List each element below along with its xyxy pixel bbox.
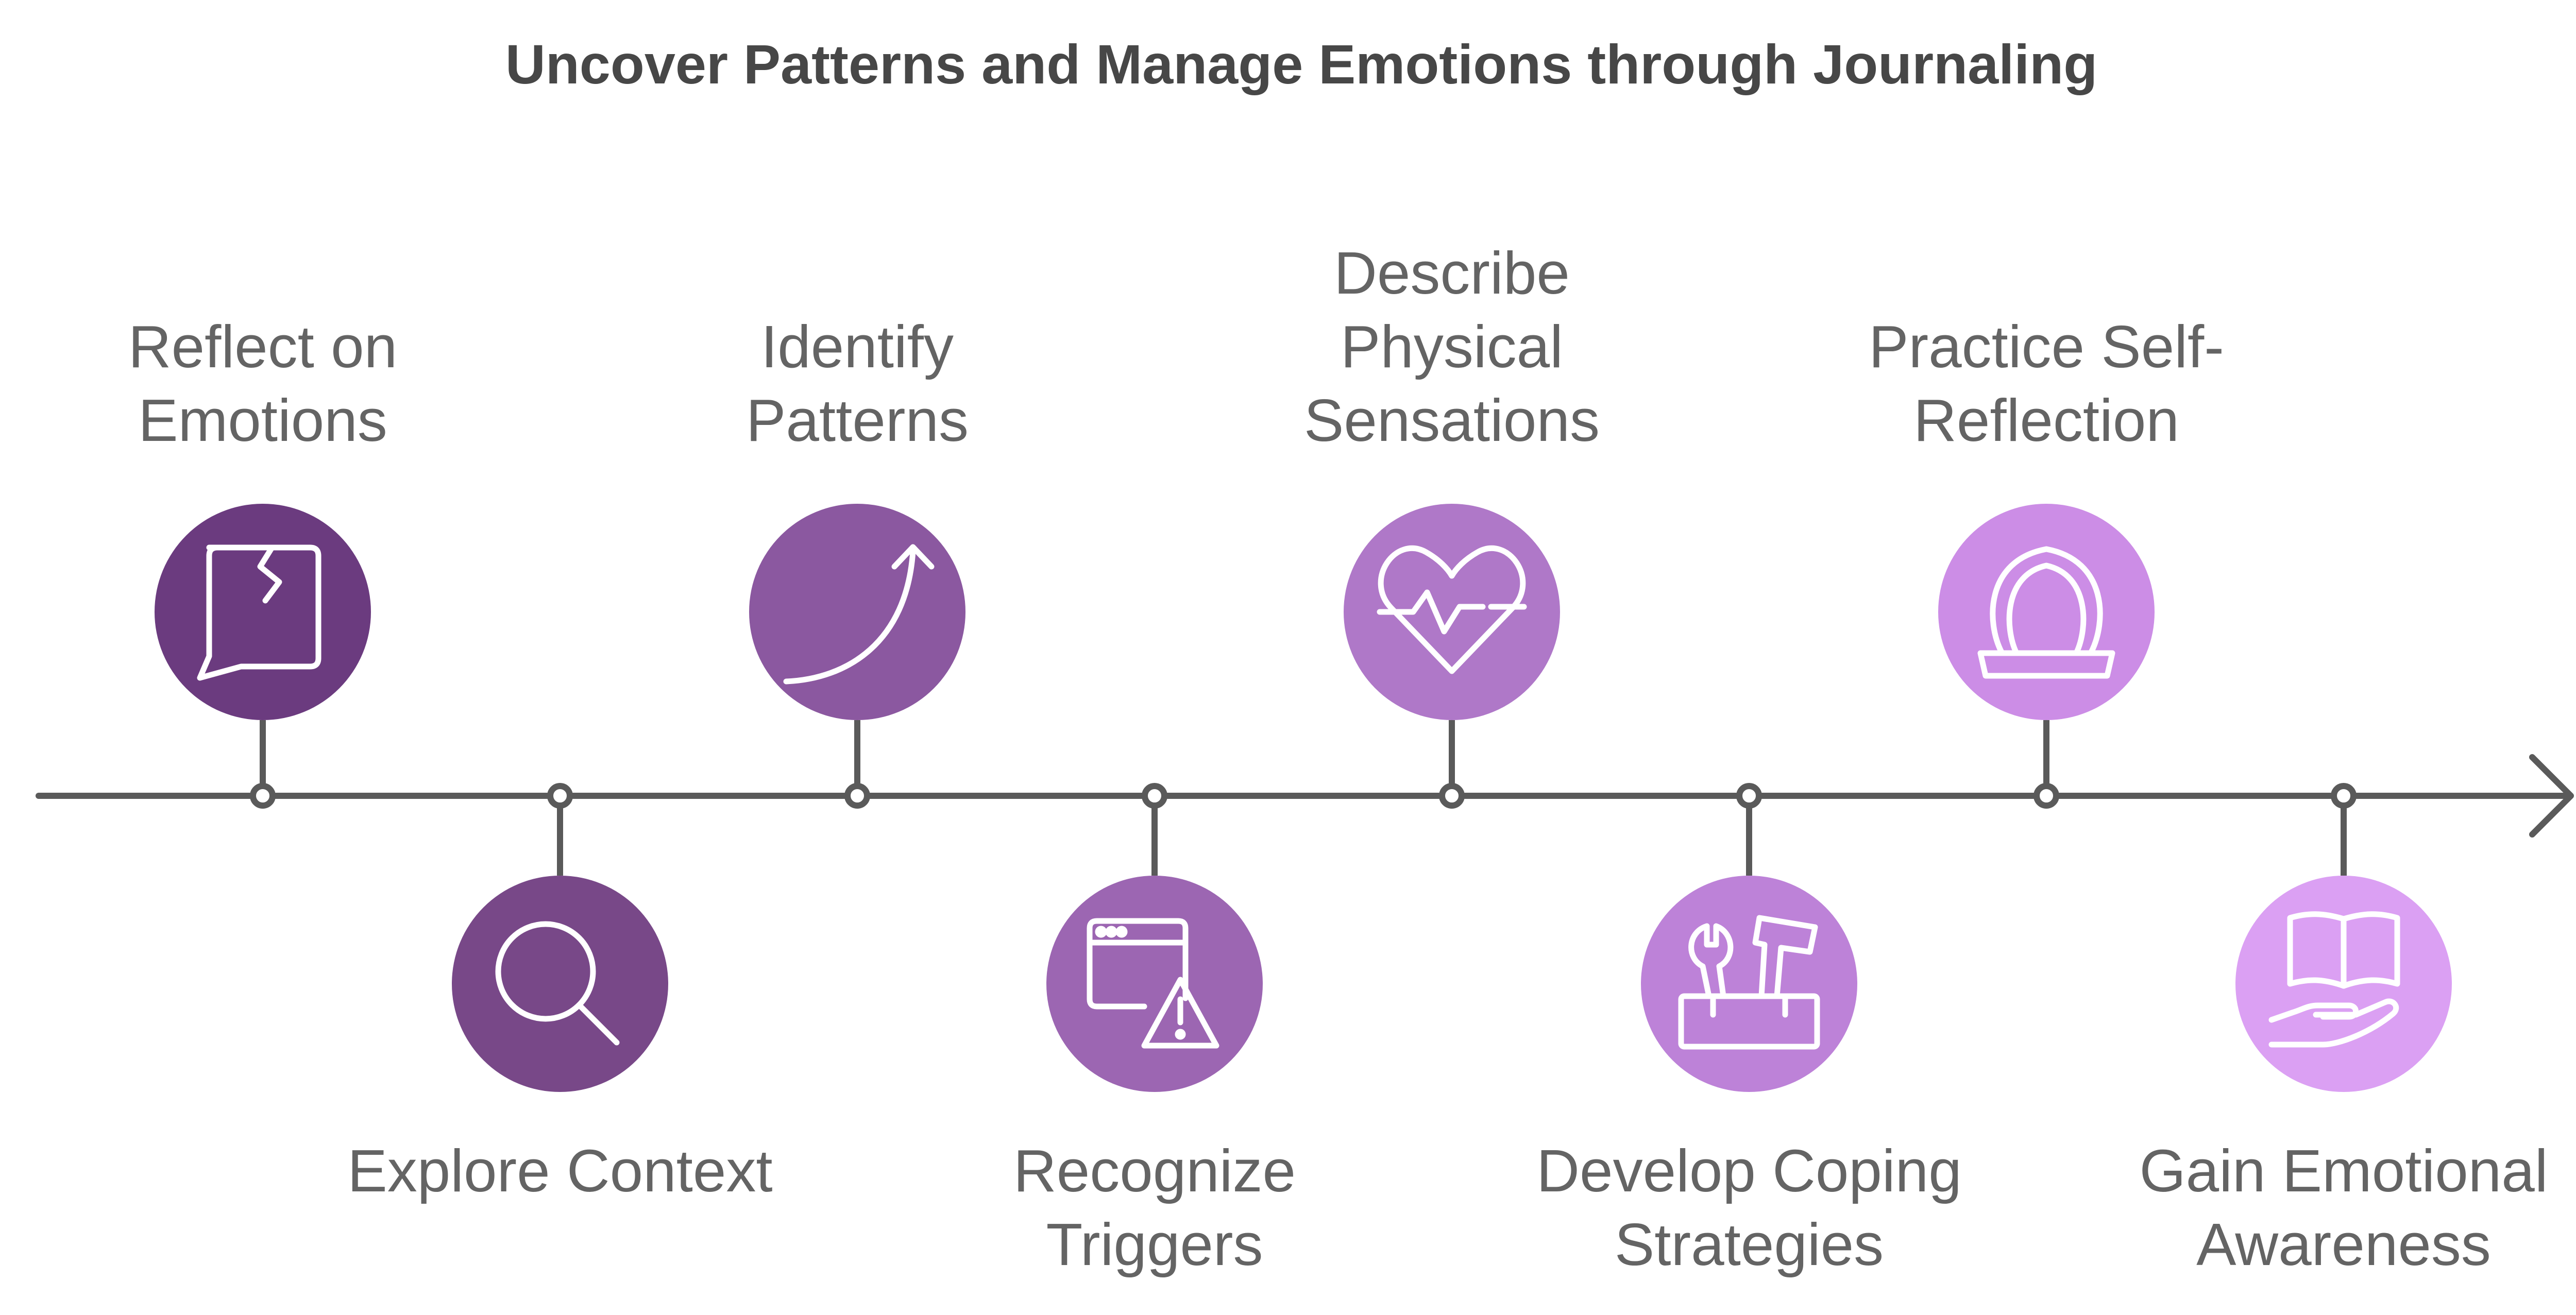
cracked-speech-bubble-icon (197, 544, 321, 681)
step-label: Explore Context (302, 1134, 818, 1208)
step-label-line: Physical (1341, 313, 1563, 380)
timeline-node (547, 783, 573, 809)
diagram-title: Uncover Patterns and Manage Emotions thr… (505, 33, 2098, 95)
step-circle (1344, 504, 1560, 720)
hand-book-icon (2268, 911, 2400, 1048)
mirror-icon (1977, 546, 2115, 679)
timeline-node (1439, 783, 1465, 809)
step-label-line: Identify (761, 313, 954, 380)
timeline-node (2331, 783, 2357, 809)
curved-arrow-icon (783, 544, 935, 685)
step-circle (452, 876, 668, 1092)
step-label-line: Recognize (1013, 1137, 1296, 1204)
step-circle (155, 504, 371, 720)
step-label-line: Reflect on (128, 313, 398, 380)
step-label: Reflect on Emotions (5, 310, 520, 457)
step-label-line: Practice Self- (1869, 313, 2224, 380)
timeline-node (1736, 783, 1762, 809)
timeline-arrowhead (2529, 754, 2574, 838)
step-circle (1046, 876, 1263, 1092)
step-circle (749, 504, 965, 720)
steps-layer (155, 504, 2452, 1092)
step-circle (1641, 876, 1857, 1092)
browser-warning-icon (1087, 918, 1219, 1049)
step-label-line: Awareness (2196, 1211, 2491, 1278)
step-label-line: Gain Emotional (2139, 1137, 2548, 1204)
timeline-node (844, 783, 870, 809)
step-label-line: Reflection (1913, 387, 2179, 454)
timeline-node (2033, 783, 2059, 809)
step-label-line: Explore Context (347, 1137, 773, 1204)
step-label: Practice Self- Reflection (1789, 310, 2304, 457)
toolbox-icon (1678, 915, 1820, 1050)
timeline-node (250, 783, 276, 809)
step-circle (1938, 504, 2155, 720)
timeline-node (1142, 783, 1167, 809)
heart-pulse-icon (1377, 545, 1527, 674)
step-label-line: Describe (1334, 240, 1570, 306)
step-label-line: Triggers (1046, 1211, 1263, 1278)
step-label-line: Strategies (1614, 1211, 1884, 1278)
step-label-line: Patterns (746, 387, 969, 454)
step-label-line: Develop Coping (1536, 1137, 1962, 1204)
step-label-line: Emotions (138, 387, 387, 454)
magnifying-glass-icon (495, 921, 620, 1046)
step-label-line: Sensations (1304, 387, 1600, 454)
